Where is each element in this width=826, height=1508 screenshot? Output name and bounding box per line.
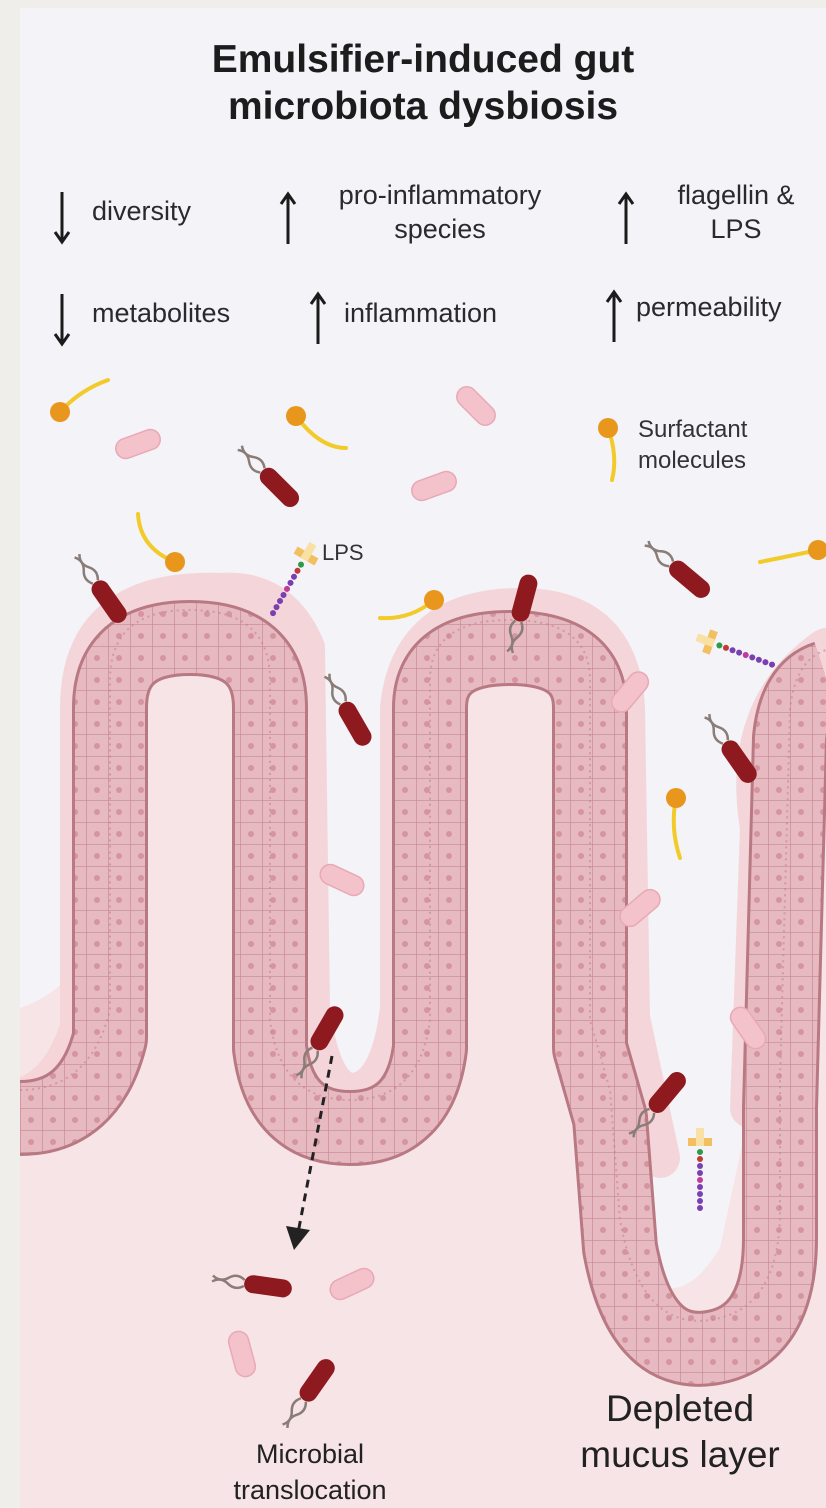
commensal-bacterium — [453, 383, 500, 430]
surfactant-molecule-icon — [50, 380, 108, 422]
effect-metabolites: metabolites — [92, 296, 230, 330]
translocation-line-2: translocation — [170, 1472, 450, 1508]
mucus-line-2: mucus layer — [540, 1432, 820, 1478]
flagellated-bacterium — [233, 441, 302, 510]
commensal-bacterium — [409, 469, 459, 504]
effect-pro-inflammatory-line-2: species — [310, 212, 570, 246]
up-arrow-icon — [276, 188, 300, 248]
surfactant-molecule-icon — [138, 514, 185, 572]
diagram-title: Emulsifier-induced gut microbiota dysbio… — [20, 36, 826, 130]
down-arrow-icon — [50, 188, 74, 248]
up-arrow-icon — [602, 286, 626, 346]
surfactant-molecule-icon — [666, 788, 686, 858]
effect-flagellin-line-2: LPS — [646, 212, 826, 246]
effect-inflammation: inflammation — [344, 296, 497, 330]
up-arrow-icon — [614, 188, 638, 248]
legend-surfactant-label: Surfactant molecules — [638, 414, 747, 476]
legend-line-2: molecules — [638, 445, 747, 476]
title-line-1: Emulsifier-induced gut — [20, 36, 826, 83]
surfactant-molecule-icon — [286, 406, 346, 448]
effect-diversity: diversity — [92, 194, 191, 228]
legend-line-1: Surfactant — [638, 414, 747, 445]
effect-flagellin-line-1: flagellin & — [646, 178, 826, 212]
commensal-bacterium — [113, 427, 163, 462]
title-line-2: microbiota dysbiosis — [20, 83, 826, 130]
diagram-canvas: Emulsifier-induced gut microbiota dysbio… — [20, 8, 826, 1508]
flagellated-bacterium — [319, 671, 375, 749]
mucus-line-1: Depleted — [540, 1386, 820, 1432]
translocation-line-1: Microbial — [170, 1436, 450, 1472]
lps-molecule — [688, 1128, 712, 1211]
lps-label: LPS — [322, 540, 364, 566]
effect-permeability: permeability — [636, 290, 782, 324]
microbial-translocation-label: Microbial translocation — [170, 1436, 450, 1508]
lps-molecule — [693, 626, 779, 677]
up-arrow-icon — [306, 288, 330, 348]
effect-flagellin-lps: flagellin & LPS — [646, 178, 826, 246]
depleted-mucus-layer-label: Depleted mucus layer — [540, 1386, 820, 1478]
flagellated-bacterium — [641, 536, 714, 601]
legend-surfactant-icon — [598, 418, 618, 480]
effect-pro-inflammatory-line-1: pro-inflammatory — [310, 178, 570, 212]
down-arrow-icon — [50, 290, 74, 350]
effect-pro-inflammatory-species: pro-inflammatory species — [310, 178, 570, 246]
surfactant-molecule-icon — [760, 540, 826, 562]
